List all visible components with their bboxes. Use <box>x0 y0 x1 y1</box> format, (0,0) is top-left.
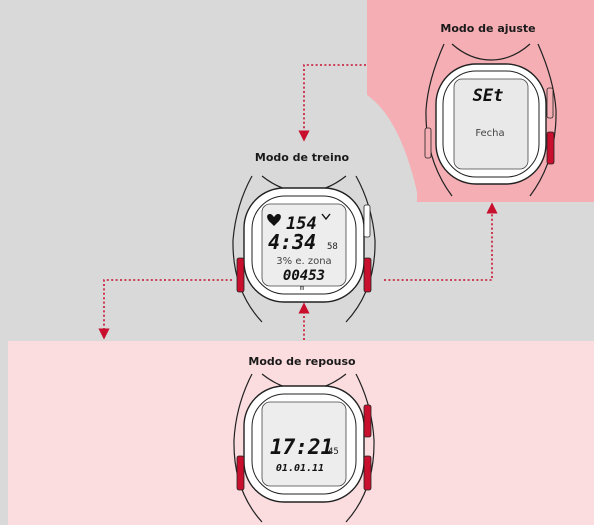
training-watch-button-right-top[interactable] <box>363 204 371 238</box>
settings-watch-button-right-bottom[interactable] <box>546 131 555 165</box>
rest-watch-button-left[interactable] <box>236 455 245 491</box>
arrow-training-to-rest <box>98 279 232 340</box>
settings-mode-label: Modo de ajuste <box>440 22 535 35</box>
rest-clock-seconds: 45 <box>328 447 339 457</box>
chevron-down-icon <box>321 213 331 221</box>
rest-mode-label: Modo de repouso <box>248 355 356 368</box>
training-unit: m <box>300 284 304 292</box>
arrow-settings-to-training <box>298 64 366 142</box>
training-time-main: 4:34 <box>268 230 316 254</box>
rest-watch: 17:21 45 01.01.11 <box>233 373 375 523</box>
rest-watch-button-right-bottom[interactable] <box>363 455 372 491</box>
settings-watch: SEt Fecha <box>424 43 557 197</box>
rest-watch-button-right-top[interactable] <box>363 404 372 438</box>
rest-clock: 17:21 <box>270 435 333 459</box>
heart-icon <box>267 214 281 226</box>
arrow-training-to-settings <box>384 202 498 281</box>
rest-date: 01.01.11 <box>276 463 324 474</box>
settings-watch-button-right-top[interactable] <box>546 87 554 119</box>
training-mode-label: Modo de treino <box>255 151 350 164</box>
training-watch-button-right-bottom[interactable] <box>363 257 372 293</box>
training-watch-button-left[interactable] <box>236 257 245 293</box>
settings-watch-button-left[interactable] <box>424 127 432 159</box>
training-zone-text: 3% e. zona <box>276 256 331 267</box>
training-time-seconds: 58 <box>327 242 338 252</box>
settings-screen-line1: SEt <box>473 86 504 106</box>
training-watch: 154 4:34 58 3% e. zona 00453 m <box>232 175 376 323</box>
training-heart-rate: 154 <box>286 214 317 234</box>
training-distance: 00453 <box>283 268 325 284</box>
settings-screen-line2: Fecha <box>475 128 504 139</box>
